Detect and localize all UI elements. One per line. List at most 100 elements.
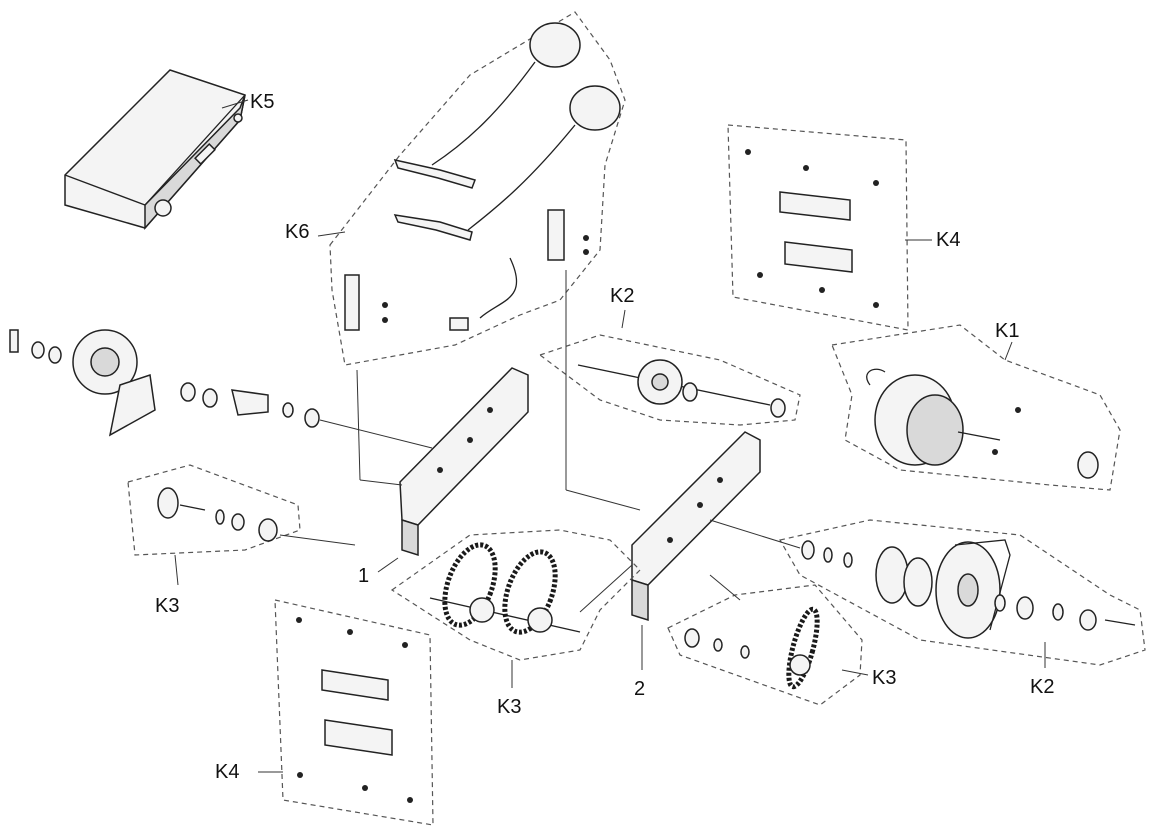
bearing bbox=[304, 408, 320, 428]
k1-group-outline bbox=[831, 324, 1121, 491]
control-box-edge-2 bbox=[144, 94, 246, 206]
bracket-plate-bottom bbox=[784, 241, 853, 273]
label-k4-top: K4 bbox=[936, 229, 960, 251]
rail-2-foot bbox=[631, 578, 649, 622]
rail-1-foot bbox=[401, 518, 419, 557]
screw bbox=[407, 797, 413, 803]
k4-top-group-outline bbox=[727, 124, 909, 331]
screw bbox=[362, 785, 368, 791]
control-box-k5: K5 bbox=[64, 69, 274, 230]
pulley-disc bbox=[875, 546, 909, 604]
mounting-bracket-group-k4-bottom: K4 bbox=[215, 599, 434, 826]
k3-right-group-outline bbox=[667, 584, 863, 706]
screw bbox=[873, 180, 879, 186]
chain-drive-group-k3-center: K3 bbox=[390, 529, 641, 718]
control-box-knob bbox=[154, 199, 172, 217]
left-sprocket-assembly bbox=[9, 329, 433, 449]
photo-eye-2 bbox=[569, 85, 621, 131]
k3-right-leader-to-rail bbox=[709, 574, 741, 601]
small-bracket bbox=[231, 389, 269, 416]
circlip bbox=[215, 509, 225, 525]
flange-bearing bbox=[157, 487, 179, 519]
screw bbox=[873, 302, 879, 308]
k4-bottom-group-outline bbox=[274, 599, 434, 826]
motor-shaft bbox=[957, 431, 1001, 441]
small-sprocket bbox=[789, 654, 811, 676]
bearing bbox=[801, 540, 815, 560]
label-k5: K5 bbox=[250, 91, 274, 113]
rail-hole bbox=[697, 502, 703, 508]
chain-sprocket-2 bbox=[527, 607, 553, 633]
nut bbox=[1079, 609, 1097, 631]
limit-switch-left bbox=[344, 274, 360, 331]
k2-top-group-outline bbox=[538, 334, 801, 426]
screw bbox=[382, 317, 388, 323]
k3-left-leader-to-rail bbox=[279, 534, 356, 546]
wheel-bracket bbox=[108, 374, 156, 437]
bracket-plate-bottom bbox=[324, 719, 393, 756]
screw bbox=[296, 617, 302, 623]
label-k3-right: K3 bbox=[872, 667, 896, 689]
label-k6: K6 bbox=[285, 221, 309, 243]
drive-shaft-group-k2-top: K2 bbox=[538, 285, 801, 426]
screw bbox=[1015, 407, 1021, 413]
bearing bbox=[684, 628, 700, 648]
screw bbox=[402, 642, 408, 648]
label-k2-top: K2 bbox=[610, 285, 634, 307]
large-pulley-hub bbox=[957, 573, 979, 607]
label-k3-left: K3 bbox=[155, 595, 179, 617]
label-k1: K1 bbox=[995, 320, 1019, 342]
washer bbox=[713, 638, 723, 652]
spring bbox=[1016, 596, 1034, 620]
shaft-stub bbox=[179, 504, 206, 511]
k3-center-leader-to-rail bbox=[579, 564, 633, 613]
limit-switch-right bbox=[547, 209, 565, 261]
rail-hole bbox=[667, 537, 673, 543]
motor-group-k1: K1 bbox=[831, 320, 1121, 491]
screw bbox=[297, 772, 303, 778]
bracket-a bbox=[393, 158, 476, 189]
shaft-sprocket-hub bbox=[651, 373, 669, 391]
screw bbox=[803, 165, 809, 171]
mounting-bracket-group-k4-top: K4 bbox=[727, 124, 960, 331]
small-chain-loop bbox=[786, 606, 820, 690]
rail-hole bbox=[717, 477, 723, 483]
screw bbox=[819, 287, 825, 293]
side-rail-2: 2 bbox=[565, 270, 761, 700]
k6-leader-line bbox=[317, 231, 346, 237]
screw bbox=[583, 235, 589, 241]
label-k2-bottom: K2 bbox=[1030, 676, 1054, 698]
shaft-spring bbox=[770, 398, 786, 418]
rail-hole bbox=[437, 467, 443, 473]
washer bbox=[231, 513, 245, 531]
k1-leader-line bbox=[1004, 341, 1013, 361]
rail-hole bbox=[487, 407, 493, 413]
bracket-b bbox=[393, 214, 473, 241]
screw bbox=[382, 302, 388, 308]
photo-eye-1-cable bbox=[431, 61, 536, 166]
washer bbox=[282, 402, 294, 418]
label-rail-1: 1 bbox=[358, 565, 369, 587]
label-rail-2: 2 bbox=[634, 678, 645, 700]
k3-left-leader-line bbox=[174, 554, 179, 586]
rail-2-plate bbox=[631, 431, 761, 586]
screw bbox=[992, 449, 998, 455]
washer bbox=[1052, 603, 1064, 621]
photo-eye-1 bbox=[529, 22, 581, 68]
screw bbox=[757, 272, 763, 278]
sensor-clip bbox=[449, 317, 469, 331]
k2-bottom-leader-to-rail bbox=[709, 519, 801, 549]
label-k3-center: K3 bbox=[497, 696, 521, 718]
side-rail-1: 1 bbox=[356, 367, 529, 587]
bushing bbox=[202, 388, 218, 408]
k3-center-group-outline bbox=[390, 529, 641, 661]
label-k4-bottom: K4 bbox=[215, 761, 239, 783]
bracket-plate-top bbox=[321, 669, 389, 701]
k6-drop-line-left-b bbox=[359, 479, 403, 486]
control-box-screw bbox=[233, 113, 243, 123]
drive-belt bbox=[954, 539, 1011, 631]
spring bbox=[31, 341, 45, 359]
chain-sprocket-group-k3-right: K3 bbox=[667, 574, 896, 706]
